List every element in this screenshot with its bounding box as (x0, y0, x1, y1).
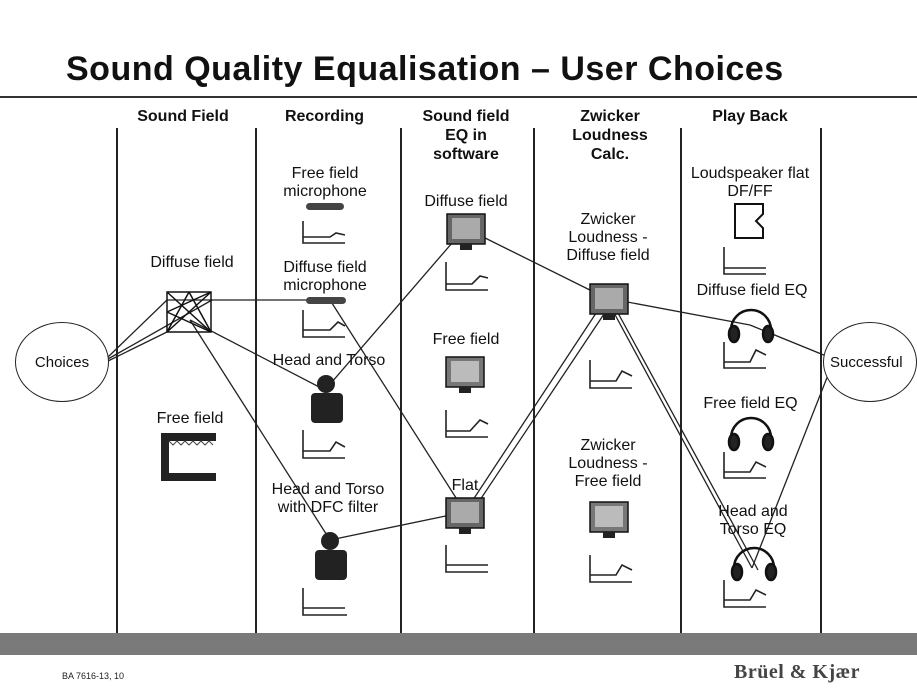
loudspeaker-icon (734, 203, 764, 239)
label-free-field-microphone: Free field microphone (283, 165, 367, 200)
label-head-and-torso-eq: Head and Torso EQ (718, 503, 788, 538)
column-divider (116, 128, 118, 633)
connection-lines (107, 227, 837, 571)
head-and-torso-icon (311, 375, 343, 423)
label-diffuse-field-microphone: Diffuse field microphone (283, 259, 367, 294)
response-curves (302, 221, 767, 616)
column-header-sound-field: Sound Field (137, 108, 229, 125)
column-header-sound-field-eq: Sound field EQ in software (422, 108, 510, 163)
free-field-microphone-icon (306, 203, 344, 210)
diffuse-field-microphone-icon (306, 297, 346, 304)
monitor-zwicker-diffuse-icon (589, 283, 629, 320)
headphones-diffuse-eq-icon (727, 308, 775, 344)
label-head-and-torso: Head and Torso (272, 352, 386, 369)
label-zwicker-diffuse: Zwicker Loudness - Diffuse field (566, 211, 650, 264)
label-diffuse-field-eq: Diffuse field EQ (696, 282, 808, 299)
choices-node: Choices (15, 322, 109, 402)
label-free-field: Free field (156, 410, 224, 427)
footer-bar (0, 633, 917, 655)
column-divider (400, 128, 402, 633)
choices-label: Choices (34, 353, 90, 371)
column-header-play-back: Play Back (712, 108, 788, 125)
footer-document-code: BA 7616-13, 10 (62, 671, 125, 681)
label-diffuse-field: Diffuse field (150, 254, 234, 271)
label-zwicker-free: Zwicker Loudness - Free field (568, 437, 648, 490)
column-divider (533, 128, 535, 633)
monitor-flat-icon (445, 497, 485, 534)
label-eq-free-field: Free field (432, 331, 500, 348)
title-divider (0, 96, 917, 98)
successful-node: Successful (823, 322, 917, 402)
column-header-recording: Recording (284, 108, 365, 125)
successful-label: Successful (830, 353, 903, 371)
label-free-field-eq: Free field EQ (703, 395, 798, 412)
column-divider (680, 128, 682, 633)
column-divider (820, 128, 822, 633)
column-divider (255, 128, 257, 633)
headphones-free-field-eq-icon (727, 416, 775, 452)
monitor-diffuse-field-icon (446, 213, 486, 250)
monitor-zwicker-free-icon (589, 501, 629, 538)
brand-logo: Brüel & Kjær (734, 661, 860, 683)
label-head-and-torso-dfc: Head and Torso with DFC filter (271, 481, 385, 516)
column-header-zwicker: Zwicker Loudness Calc. (572, 108, 648, 163)
monitor-free-field-icon (445, 356, 485, 393)
slide-title: Sound Quality Equalisation – User Choice… (66, 50, 784, 88)
label-eq-diffuse-field: Diffuse field (424, 193, 508, 210)
diffuse-field-icon (166, 291, 212, 333)
free-field-chamber-icon (161, 433, 216, 481)
label-eq-flat: Flat (451, 477, 479, 494)
head-and-torso-dfc-icon (315, 532, 347, 580)
label-loudspeaker: Loudspeaker flat DF/FF (690, 165, 810, 200)
headphones-head-torso-eq-icon (730, 546, 778, 582)
